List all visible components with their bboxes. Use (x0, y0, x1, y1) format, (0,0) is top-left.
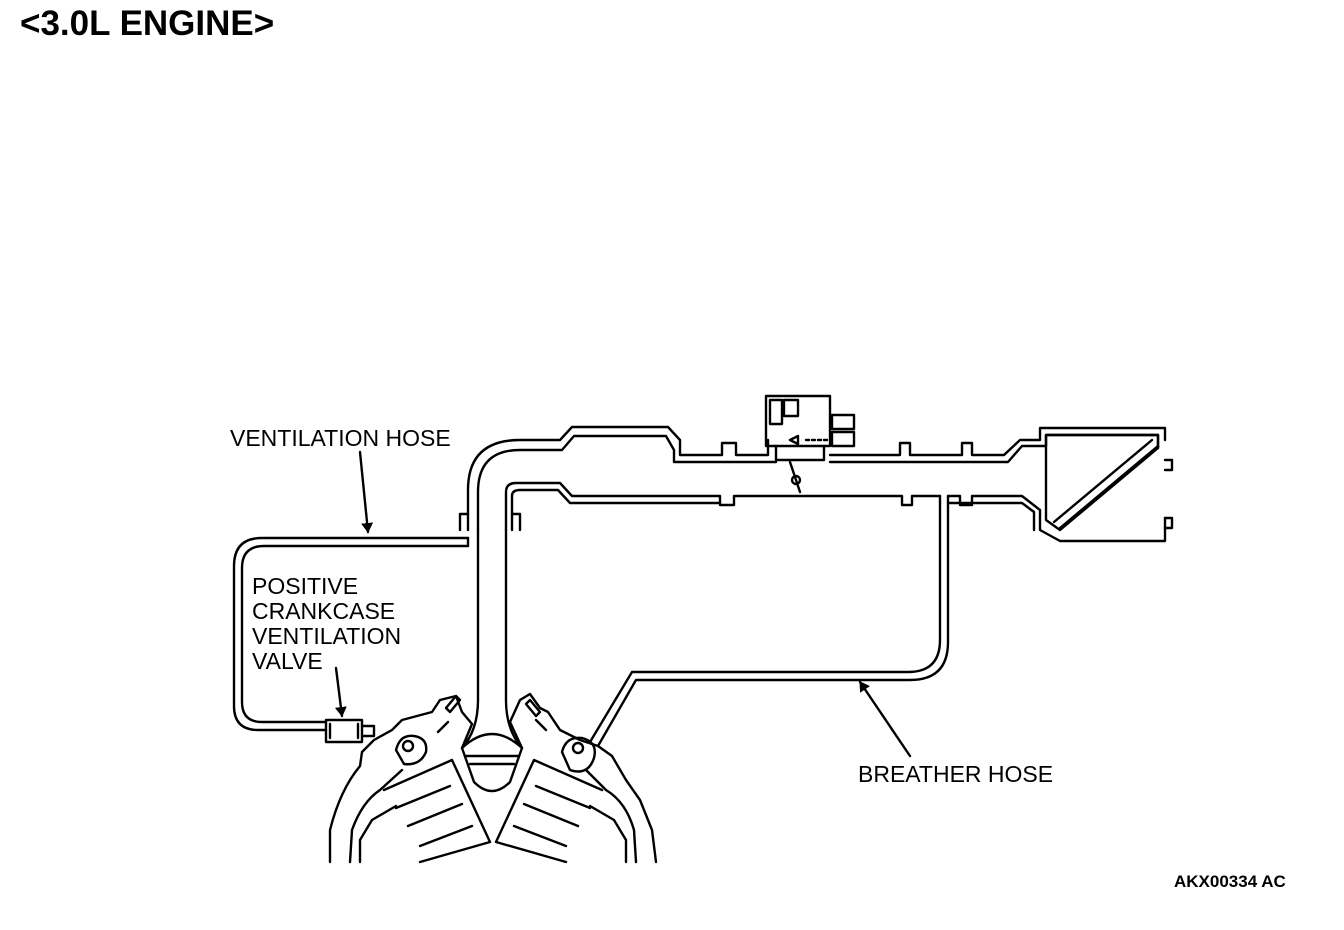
pcv-label-line-2: CRANKCASE (252, 598, 396, 624)
pcv-valve-leader-arrow (334, 666, 347, 718)
pcv-label-line-1: POSITIVE (252, 573, 359, 599)
diagram-title: <3.0L ENGINE> (20, 4, 275, 43)
throttle-body (764, 394, 856, 494)
ventilation-hose-label: VENTILATION HOSE (230, 425, 451, 451)
ventilation-hose (232, 536, 470, 732)
figure-code: AKX00334 AC (1174, 872, 1286, 891)
breather-hose (588, 494, 950, 748)
pcv-valve (324, 718, 376, 744)
breather-hose-label: BREATHER HOSE (858, 761, 1054, 787)
ventilation-hose-leader-arrow (358, 450, 374, 534)
breather-hose-leader-arrow (858, 680, 912, 758)
air-cleaner-element (1044, 433, 1160, 532)
pcv-label-line-3: VENTILATION (252, 623, 402, 649)
pcv-label-line-4: VALVE (252, 648, 323, 674)
engine-block (328, 692, 658, 864)
